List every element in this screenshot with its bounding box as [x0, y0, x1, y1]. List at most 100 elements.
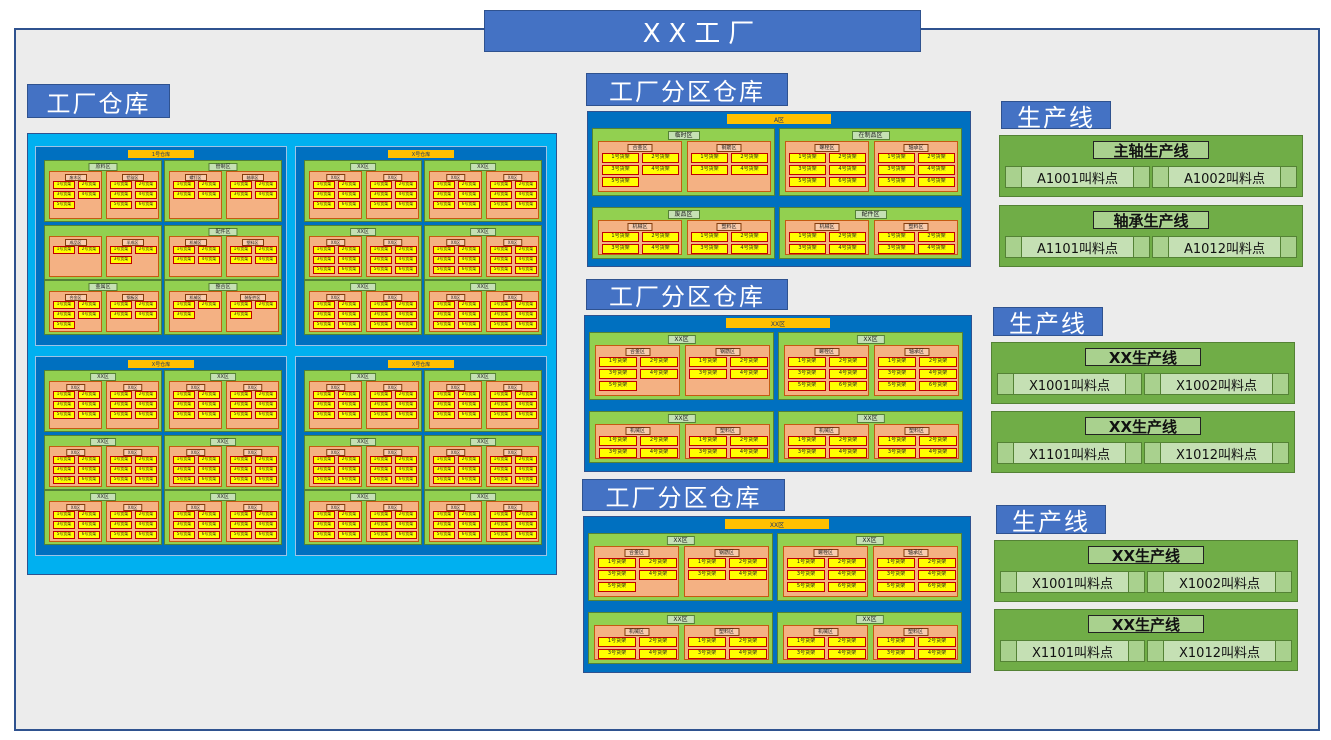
call-point-left-cap	[1001, 572, 1017, 592]
shelf-slot: 6号货架	[458, 201, 480, 209]
material-call-point[interactable]: X1101叫料点	[997, 442, 1142, 464]
subarea-label: 合金区	[64, 294, 87, 301]
subarea-label: 合金区	[627, 144, 653, 152]
shelf-slot: 4号货架	[919, 369, 957, 379]
shelf-slot: 3号货架	[173, 311, 195, 319]
shelf-slot: 3号货架	[433, 521, 455, 529]
material-call-point[interactable]: A1001叫料点	[1005, 166, 1150, 188]
shelf-slot: 3号货架	[688, 570, 726, 580]
material-call-point[interactable]: X1001叫料点	[1000, 571, 1145, 593]
material-call-point[interactable]: X1012叫料点	[1144, 442, 1289, 464]
shelf-slot: 4号货架	[78, 401, 100, 409]
shelf-slot: 4号货架	[828, 570, 866, 580]
shelf-slot: 2号货架	[731, 232, 768, 242]
shelf-slot: 4号货架	[395, 191, 417, 199]
shelf-slot: 2号货架	[918, 558, 956, 568]
call-point-label: X1101叫料点	[1032, 645, 1113, 661]
shelf-slot: 5号货架	[787, 582, 825, 592]
shelf-slot: 5号货架	[433, 411, 455, 419]
shelf-slot: 6号货架	[458, 531, 480, 539]
material-call-point[interactable]: A1101叫料点	[1005, 236, 1150, 258]
shelf-slot: 2号货架	[78, 181, 100, 189]
shelf-slot: 6号货架	[515, 531, 537, 539]
shelf-slot: 3号货架	[433, 401, 455, 409]
material-call-point[interactable]: X1002叫料点	[1147, 571, 1292, 593]
shelf-slot: 3号货架	[598, 649, 636, 659]
shelf-slot: 4号货架	[458, 521, 480, 529]
shelf-slot: 2号货架	[829, 153, 866, 163]
shelf-slot: 2号货架	[395, 246, 417, 254]
shelf-slot: 5号货架	[878, 381, 916, 391]
shelf-slot: 6号货架	[338, 476, 360, 484]
production-line-title: XX生产线	[1088, 546, 1204, 565]
shelf-slot: 2号货架	[255, 301, 277, 309]
shelf-slot: 5号货架	[788, 381, 826, 391]
shelf-slot: 6号货架	[395, 266, 417, 274]
material-call-point[interactable]: X1001叫料点	[997, 373, 1142, 395]
material-call-point[interactable]: X1002叫料点	[1144, 373, 1289, 395]
material-call-point[interactable]: A1002叫料点	[1152, 166, 1297, 188]
material-call-point[interactable]: A1012叫料点	[1152, 236, 1297, 258]
shelf-slot: 5号货架	[598, 582, 636, 592]
material-call-point[interactable]: X1012叫料点	[1147, 640, 1292, 662]
partition-warehouse-label-3: 工厂分区仓库	[582, 479, 785, 512]
shelf-slot: 6号货架	[395, 531, 417, 539]
shelf-slot: 5号货架	[370, 531, 392, 539]
subarea-label: 塑料区	[903, 427, 930, 435]
material-call-point[interactable]: X1101叫料点	[1000, 640, 1145, 662]
shelf-slot: 5号货架	[173, 411, 195, 419]
call-point-right-cap	[1133, 167, 1149, 187]
shelf-slot: 3号货架	[878, 165, 915, 175]
shelf-slot: 1号货架	[110, 301, 132, 309]
subarea-label: XX区	[502, 174, 523, 181]
